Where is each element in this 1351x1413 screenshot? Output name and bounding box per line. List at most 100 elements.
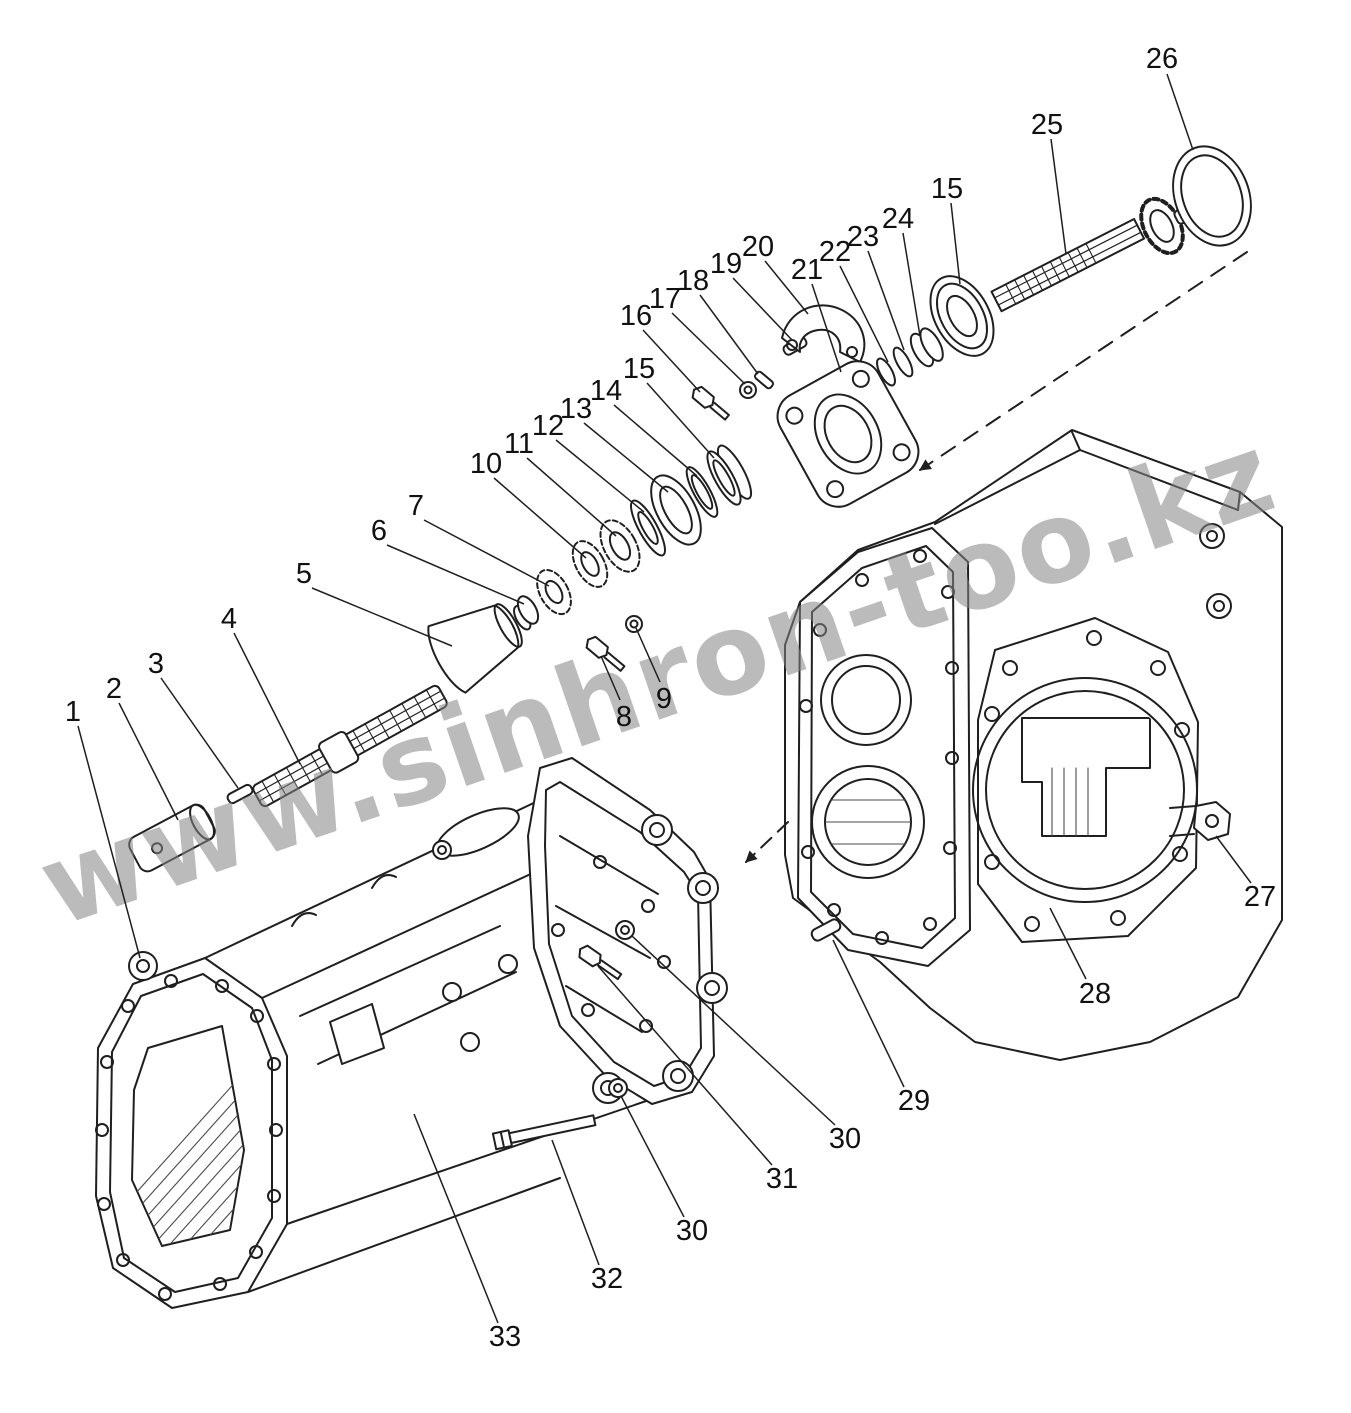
part-20-bracket (781, 304, 866, 363)
leader-line-27 (1215, 835, 1252, 884)
part-2-bushing (128, 803, 216, 873)
rear-housing (784, 429, 1283, 1061)
part-31-bolt (578, 944, 623, 981)
part-21-retainer-plate (776, 360, 920, 508)
part-number-30: 30 (829, 1123, 861, 1155)
part-number-13: 13 (560, 393, 592, 425)
leader-line-5 (311, 587, 453, 647)
part-8-bolt (585, 635, 626, 672)
part-number-7: 7 (408, 490, 424, 522)
part-26-o-ring (1172, 145, 1252, 247)
part-4-splined-shaft (252, 684, 448, 808)
leader-line-31 (597, 965, 773, 1166)
part-number-15: 15 (931, 173, 963, 205)
part-number-25: 25 (1031, 109, 1063, 141)
leader-line-26 (1166, 73, 1194, 151)
case-flange-holes (95, 974, 283, 1301)
gearbox-case (95, 757, 728, 1309)
leader-line-6 (386, 544, 525, 605)
part-10-gear (571, 540, 609, 588)
part-25-output-shaft (990, 217, 1146, 313)
leader-line-3 (160, 677, 239, 789)
leader-line-33 (413, 1113, 499, 1324)
case-lug (128, 951, 158, 981)
leader-line-16 (642, 329, 701, 393)
leader-line-13 (583, 422, 669, 493)
part-number-12: 12 (532, 410, 564, 442)
part-number-2: 2 (106, 673, 122, 705)
leader-line-21 (811, 283, 842, 373)
part-number-28: 28 (1079, 978, 1111, 1010)
housing-face-holes (984, 630, 1190, 932)
part-number-5: 5 (296, 558, 312, 590)
shaft-assembly (128, 145, 1252, 873)
part-number-18: 18 (677, 265, 709, 297)
part-23-ring (892, 346, 914, 378)
part-5-cone (427, 603, 532, 694)
part-18-stud (753, 370, 775, 390)
part-number-16: 16 (620, 300, 652, 332)
leader-line-18 (699, 294, 759, 375)
leader-line-2 (118, 702, 179, 821)
part-3-pin (226, 783, 254, 805)
part-15-bearing (929, 275, 995, 357)
leader-line-32 (551, 1139, 600, 1266)
part-number-29: 29 (898, 1085, 930, 1117)
leader-line-20 (764, 260, 809, 315)
part-9-washer (625, 615, 643, 633)
leader-line-19 (732, 277, 793, 341)
part-number-11: 11 (504, 428, 534, 460)
part-number-4: 4 (221, 603, 237, 635)
part-number-31: 31 (766, 1163, 798, 1195)
part-number-23: 23 (847, 221, 879, 253)
part-number-1: 1 (65, 696, 81, 728)
part-16-bolt (691, 385, 730, 421)
part-number-26: 26 (1146, 43, 1178, 75)
leader-line-30 (631, 935, 836, 1126)
part-30-washer (615, 920, 635, 940)
leader-line-15 (950, 202, 961, 285)
part-number-9: 9 (656, 683, 672, 715)
part-number-15: 15 (623, 353, 655, 385)
part-number-17: 17 (649, 283, 681, 315)
part-number-30: 30 (676, 1215, 708, 1247)
leader-line-22 (839, 265, 889, 363)
part-12-washer (630, 499, 666, 557)
part-number-22: 22 (819, 236, 851, 268)
part-7-gear (536, 568, 572, 616)
shift-boss (432, 807, 520, 860)
part-number-14: 14 (590, 375, 622, 407)
part-number-10: 10 (470, 448, 502, 480)
part-24-spring (909, 327, 944, 368)
assembly-direction (745, 251, 1248, 863)
leader-line-12 (555, 439, 645, 513)
leader-line-1 (77, 725, 141, 959)
leader-line-14 (613, 404, 698, 477)
part-number-19: 19 (710, 248, 742, 280)
part-22-ring (876, 357, 896, 387)
part-11-gear (599, 519, 641, 573)
leader-line-9 (635, 627, 661, 683)
housing-flange-holes (799, 549, 959, 945)
part-number-24: 24 (882, 203, 914, 235)
part-17-washer (739, 381, 757, 399)
part-27-plug (1169, 801, 1231, 841)
part-number-32: 32 (591, 1263, 623, 1295)
part-number-6: 6 (371, 515, 387, 547)
part-number-20: 20 (742, 231, 774, 263)
leader-line-28 (1049, 907, 1087, 980)
leader-line-17 (671, 312, 746, 385)
leader-line-24 (902, 232, 921, 337)
part-number-8: 8 (616, 701, 632, 733)
part-14-ring (685, 466, 719, 518)
part-number-21: 21 (791, 254, 823, 286)
leader-line-8 (600, 655, 621, 701)
leader-line-25 (1050, 138, 1067, 255)
leader-line-15 (646, 382, 715, 459)
part-number-33: 33 (489, 1321, 521, 1353)
leader-line-29 (832, 939, 905, 1088)
part-30b-washer (608, 1078, 628, 1098)
part-number-3: 3 (148, 648, 164, 680)
